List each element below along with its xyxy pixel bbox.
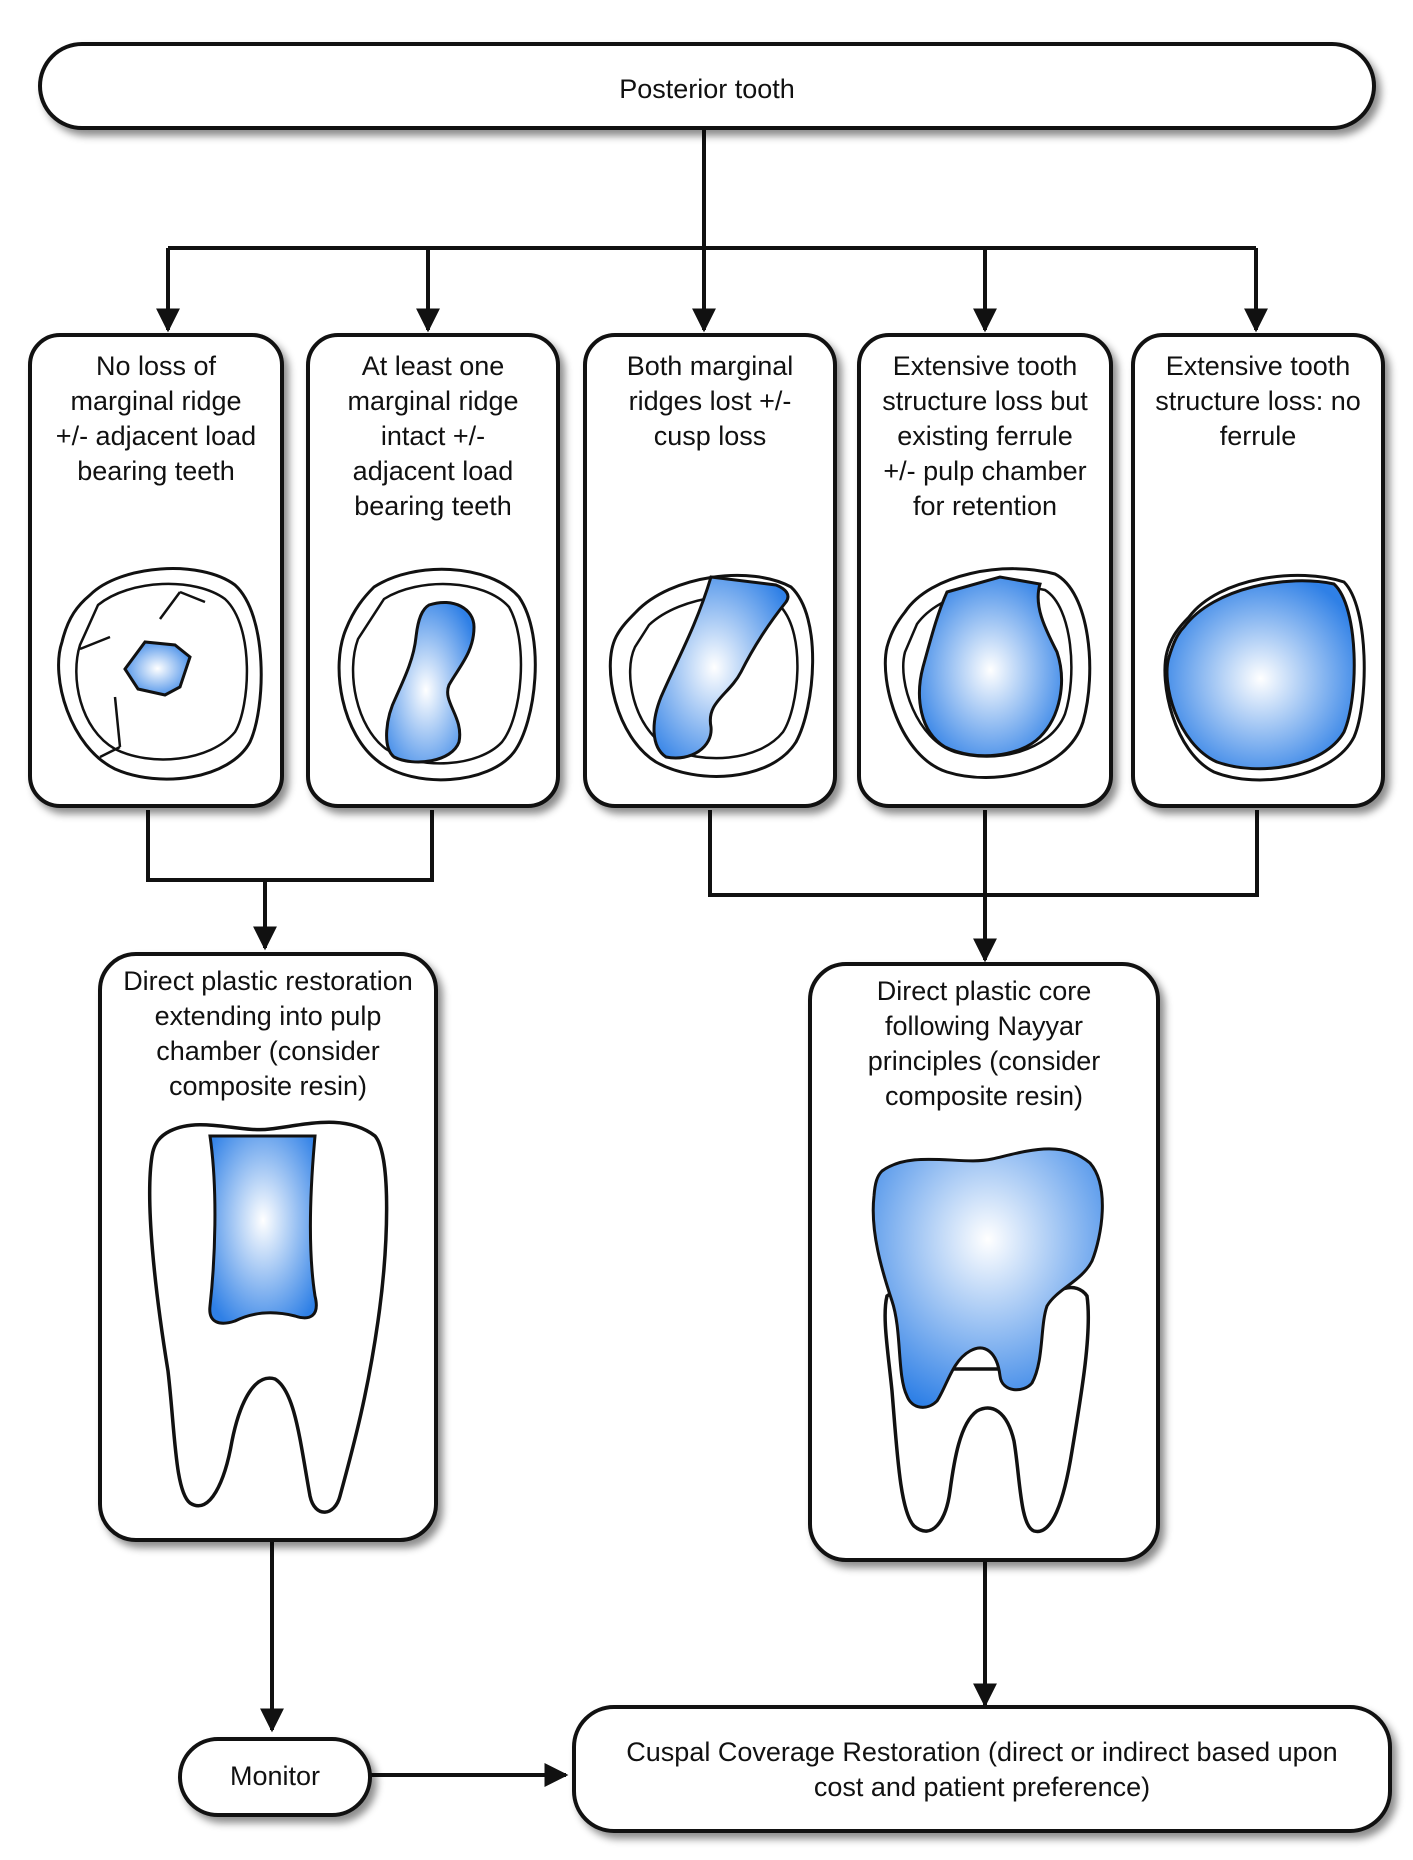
- tooth-small-restoration-image: [57, 567, 263, 781]
- molar-core-image: [871, 1147, 1104, 1534]
- molar-pulp-restoration-image: [147, 1120, 389, 1514]
- nayyar-core-label: Direct plastic core following Nayyar pri…: [867, 976, 1101, 1111]
- nayyar-core-node: Direct plastic core following Nayyar pri…: [808, 962, 1160, 1562]
- monitor-node: Monitor: [178, 1737, 372, 1817]
- category-both-ridges-lost: Both marginal ridges lost +/- cusp loss: [583, 333, 837, 808]
- merge-left: [146, 810, 434, 882]
- direct-plastic-restoration-node: Direct plastic restoration extending int…: [98, 952, 438, 1542]
- category-label: Extensive tooth structure loss: no ferru…: [1155, 351, 1361, 451]
- posterior-tooth-node: Posterior tooth: [38, 42, 1376, 130]
- tooth-ferrule-image: [883, 567, 1092, 779]
- category-label: No loss of marginal ridge +/- adjacent l…: [55, 351, 257, 486]
- monitor-label: Monitor: [229, 1761, 321, 1791]
- category-ferrule: Extensive tooth structure loss but exist…: [857, 333, 1113, 808]
- posterior-tooth-label: Posterior tooth: [619, 74, 795, 104]
- tooth-one-ridge-image: [337, 567, 537, 782]
- category-label: Extensive tooth structure loss but exist…: [882, 351, 1088, 521]
- category-no-loss: No loss of marginal ridge +/- adjacent l…: [28, 333, 284, 808]
- cuspal-coverage-node: Cuspal Coverage Restoration (direct or i…: [572, 1705, 1392, 1833]
- tooth-mod-image: [608, 573, 815, 778]
- category-no-ferrule: Extensive tooth structure loss: no ferru…: [1131, 333, 1385, 808]
- category-label: At least one marginal ridge intact +/- a…: [347, 351, 519, 521]
- category-label: Both marginal ridges lost +/- cusp loss: [626, 351, 794, 451]
- tooth-no-ferrule-image: [1163, 573, 1366, 782]
- direct-plastic-restoration-label: Direct plastic restoration extending int…: [123, 966, 413, 1101]
- cuspal-coverage-label: Cuspal Coverage Restoration (direct or i…: [626, 1737, 1338, 1802]
- category-one-ridge-intact: At least one marginal ridge intact +/- a…: [306, 333, 560, 808]
